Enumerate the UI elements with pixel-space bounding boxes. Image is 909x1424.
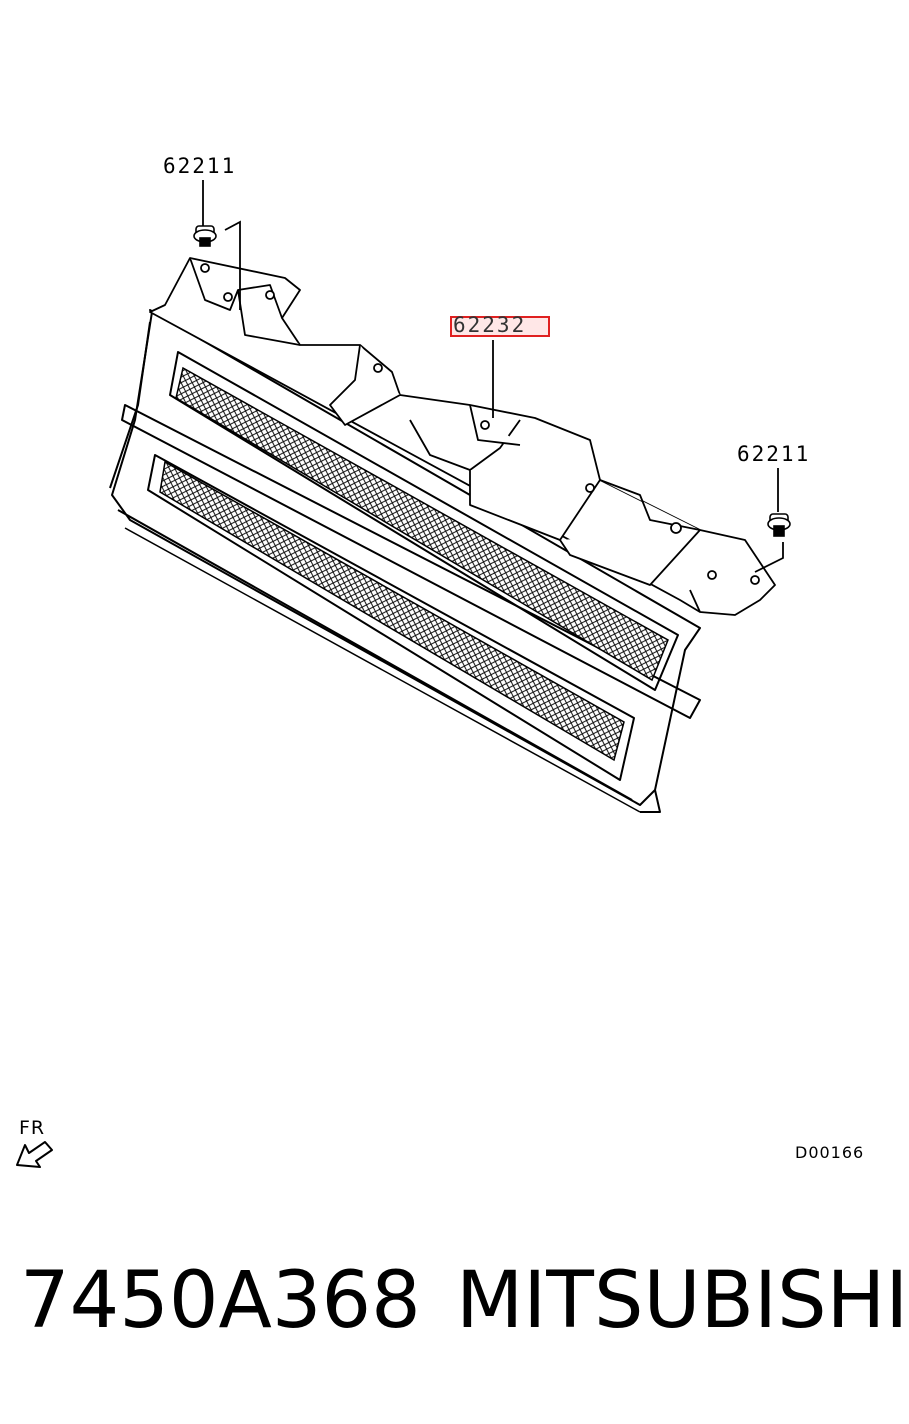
leader-lines (202, 180, 784, 573)
bolt-left (193, 225, 217, 247)
part-number: 7450A368 (20, 1256, 421, 1346)
bolt-right (767, 513, 791, 537)
fr-arrow-icon (16, 1141, 53, 1168)
direction-label: FR (19, 1117, 46, 1139)
part-label-62211-left: 62211 (163, 154, 237, 178)
part-label-62211-right: 62211 (737, 442, 811, 466)
diagram-code: D00166 (795, 1143, 865, 1162)
highlight-box (450, 316, 550, 337)
grille-shell (109, 309, 701, 813)
grille-support-bracket (149, 257, 776, 616)
grille-mesh (159, 366, 669, 762)
brand-name: MITSUBISHI (456, 1256, 909, 1346)
part-label-62232: 62232 (453, 313, 527, 337)
